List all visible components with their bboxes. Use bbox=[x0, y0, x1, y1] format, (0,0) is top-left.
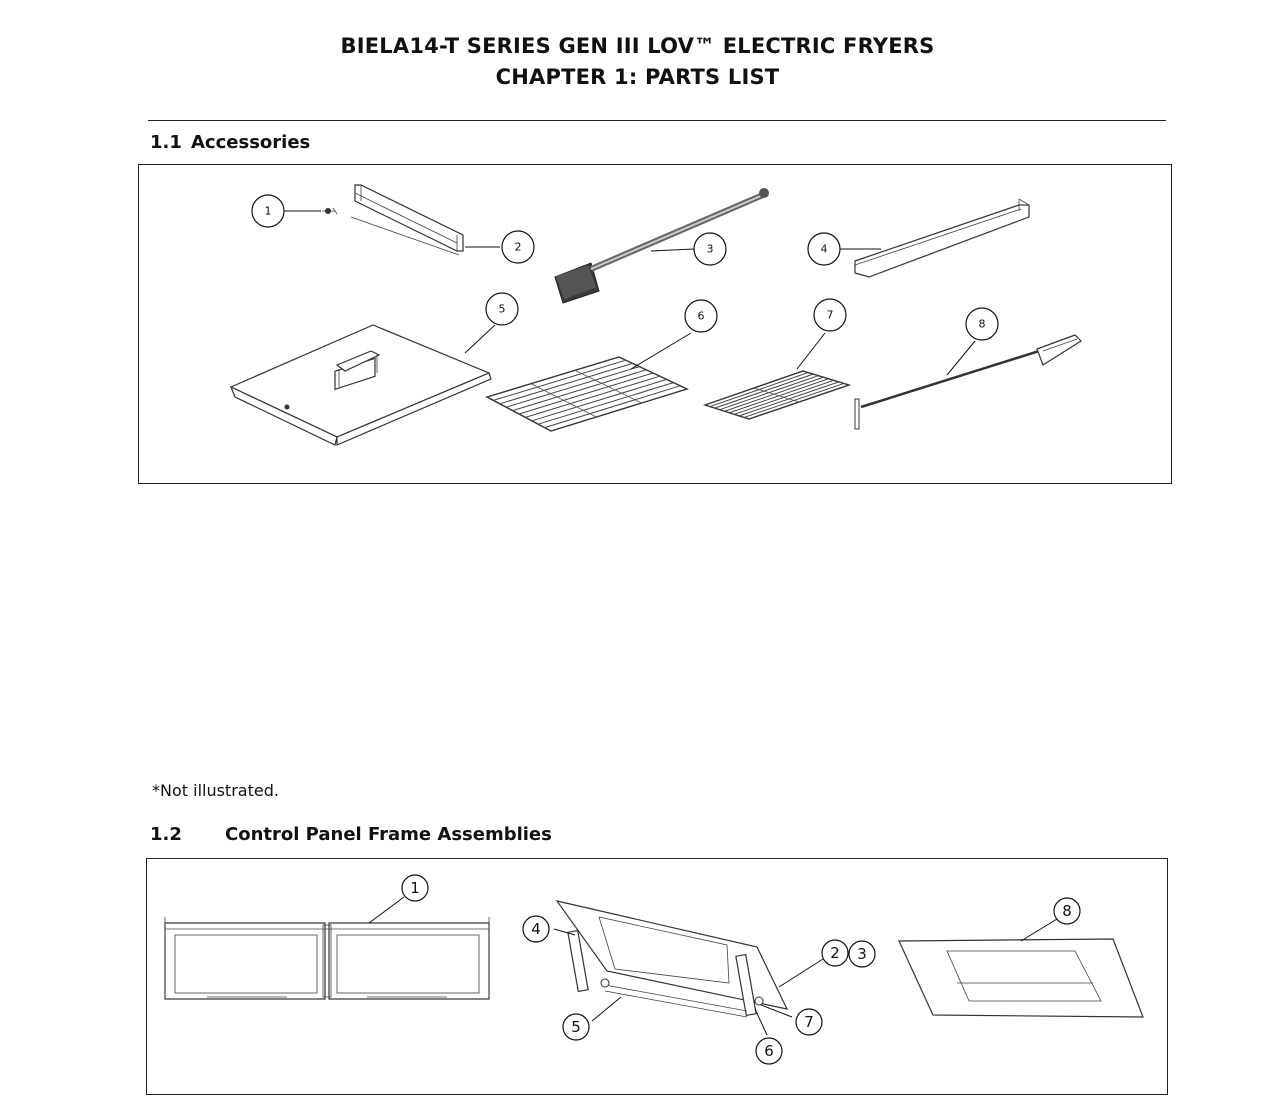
part-control-panel-insert bbox=[898, 938, 1144, 1018]
section-title: Control Panel Frame Assemblies bbox=[225, 824, 552, 845]
svg-text:2: 2 bbox=[515, 241, 522, 254]
accessories-figure: 1 2 3 4 5 6 7 8 bbox=[138, 164, 1172, 484]
callout-8: 8 bbox=[1053, 897, 1081, 925]
footnote: *Not illustrated. bbox=[152, 781, 279, 800]
callout-7: 7 bbox=[795, 1008, 823, 1036]
svg-text:3: 3 bbox=[857, 945, 867, 963]
part-screw bbox=[322, 207, 338, 215]
part-small-rack bbox=[702, 370, 852, 420]
part-brush bbox=[554, 188, 769, 304]
callout-2: 2 bbox=[821, 939, 849, 967]
chapter-title: CHAPTER 1: PARTS LIST bbox=[495, 65, 780, 89]
svg-text:4: 4 bbox=[531, 920, 541, 938]
svg-text:2: 2 bbox=[830, 944, 840, 962]
document-title: BIELA14-T SERIES GEN III LOV™ ELECTRIC F… bbox=[340, 34, 935, 58]
svg-text:3: 3 bbox=[707, 243, 714, 256]
control-panel-figure: 1 4 2 3 5 6 7 8 bbox=[146, 858, 1168, 1095]
callout-1: 1 bbox=[251, 194, 285, 228]
svg-text:7: 7 bbox=[804, 1013, 814, 1031]
part-bracket bbox=[350, 184, 464, 256]
section-number: 1.1 bbox=[150, 132, 182, 153]
section-heading-control-panel: 1.2 Control Panel Frame Assemblies bbox=[150, 824, 552, 845]
svg-text:6: 6 bbox=[698, 310, 705, 323]
callout-5: 5 bbox=[485, 292, 519, 326]
part-large-rack bbox=[485, 356, 689, 432]
svg-text:5: 5 bbox=[571, 1018, 581, 1036]
svg-text:7: 7 bbox=[827, 309, 834, 322]
callout-1: 1 bbox=[401, 874, 429, 902]
section-number: 1.2 bbox=[150, 824, 182, 845]
part-channel bbox=[854, 198, 1030, 278]
callout-6: 6 bbox=[684, 299, 718, 333]
header-divider bbox=[148, 120, 1166, 121]
callout-3: 3 bbox=[848, 940, 876, 968]
callout-7: 7 bbox=[813, 298, 847, 332]
control-panel-diagram: 1 4 2 3 5 6 7 8 bbox=[164, 874, 1144, 1065]
svg-text:6: 6 bbox=[764, 1042, 774, 1060]
callout-4: 4 bbox=[522, 915, 550, 943]
accessories-diagram: 1 2 3 4 5 6 7 8 bbox=[229, 184, 1082, 446]
callout-6: 6 bbox=[755, 1037, 783, 1065]
svg-text:8: 8 bbox=[1062, 902, 1072, 920]
callout-3: 3 bbox=[693, 232, 727, 266]
svg-text:5: 5 bbox=[499, 303, 506, 316]
svg-text:1: 1 bbox=[410, 879, 420, 897]
part-cover bbox=[229, 324, 492, 446]
callout-8: 8 bbox=[965, 307, 999, 341]
part-hook-tool bbox=[854, 334, 1082, 430]
svg-text:8: 8 bbox=[979, 318, 986, 331]
part-control-panel-frame bbox=[164, 917, 490, 1000]
section-title: Accessories bbox=[191, 132, 311, 153]
callout-5: 5 bbox=[562, 1013, 590, 1041]
svg-text:1: 1 bbox=[265, 205, 272, 218]
section-heading-accessories: 1.1 Accessories bbox=[150, 132, 310, 153]
callout-4: 4 bbox=[807, 232, 841, 266]
part-control-panel-assembly bbox=[555, 900, 789, 1018]
callout-2: 2 bbox=[501, 230, 535, 264]
svg-text:4: 4 bbox=[821, 243, 828, 256]
